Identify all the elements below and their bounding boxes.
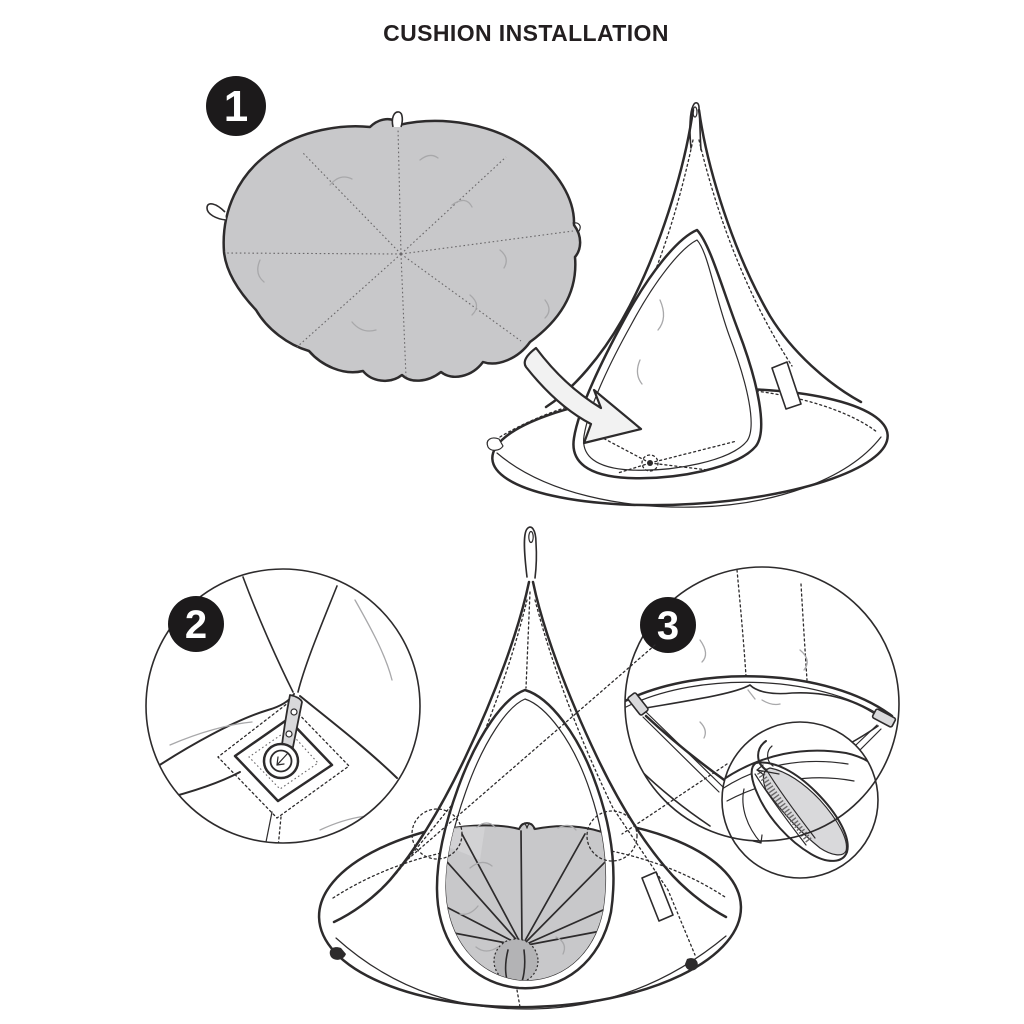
cushion-top-tab	[391, 111, 404, 128]
step-2-zoom-circle	[145, 568, 421, 844]
zipper-toggle-right	[871, 708, 897, 728]
tent1-floor-anchor-dot	[647, 460, 653, 466]
step-3-illustration: 3	[624, 566, 900, 879]
tent2-brim-inner-edge	[335, 935, 727, 1010]
step-1-illustration: 1	[206, 76, 889, 508]
step-1-number: 1	[224, 82, 248, 131]
step-2-illustration: 2	[145, 568, 421, 844]
toggle-arrow-icon	[276, 752, 289, 766]
attachment-point-right	[586, 810, 638, 862]
tent1-cone-left	[544, 108, 695, 409]
cushion-wrinkles	[257, 154, 550, 332]
installed-cushion-wrinkles	[459, 822, 577, 955]
strap-hole-bottom	[285, 730, 293, 738]
tent2-cone-right	[531, 580, 728, 919]
tent1-cone-right	[697, 108, 863, 404]
leader-lines	[399, 644, 728, 867]
zipper-toggle-left	[627, 692, 649, 716]
tent2-brim-tab-right	[685, 958, 698, 971]
strap-hole-top	[290, 708, 298, 716]
tent-with-cushion	[317, 526, 743, 1010]
tent1-hanging-loop	[689, 102, 702, 151]
tent2-hanging-loop	[523, 526, 538, 579]
fabric-folds	[151, 576, 399, 831]
cushion-outline	[222, 118, 582, 383]
tent1-door-trim	[583, 239, 752, 471]
step-3-number: 3	[657, 604, 679, 648]
insert-arrow-icon	[523, 346, 643, 445]
zipper-arrow-upper-icon	[756, 764, 780, 776]
tent2-cone-left	[332, 580, 531, 924]
cushion-seams	[225, 127, 574, 378]
attachment-point-left	[411, 808, 463, 860]
cushion-right-tab	[572, 222, 581, 232]
step-3-zoom-circle	[624, 566, 900, 842]
tent1-door	[572, 228, 763, 480]
cushion-left-tab	[206, 203, 227, 221]
anchor-panel-outline	[217, 702, 350, 819]
tent1-brim-inner-edge	[496, 436, 882, 508]
zipper-pull-detail	[721, 721, 879, 879]
leader-step3-to-left-anchor	[399, 644, 656, 867]
tent2-brim-tab-left	[329, 947, 346, 960]
tent2-side-flap	[641, 871, 674, 922]
tent2-brim-back-edge	[332, 842, 726, 899]
tent1-side-flap	[771, 361, 802, 410]
step-2-number: 2	[185, 603, 207, 647]
cushion-illustration	[206, 111, 582, 383]
step-3-badge: 3	[640, 597, 696, 653]
zipper-pod-shade	[762, 767, 848, 856]
page-title: CUSHION INSTALLATION	[383, 20, 669, 46]
tent1-floor-seams	[600, 436, 738, 474]
step-2-badge: 2	[168, 596, 224, 652]
patch-stitching	[248, 729, 319, 790]
tent1-brim-tab	[486, 437, 504, 451]
leader-zipper-to-right-anchor	[621, 763, 728, 835]
step-1-badge: 1	[206, 76, 266, 136]
tent-rim	[625, 674, 894, 723]
